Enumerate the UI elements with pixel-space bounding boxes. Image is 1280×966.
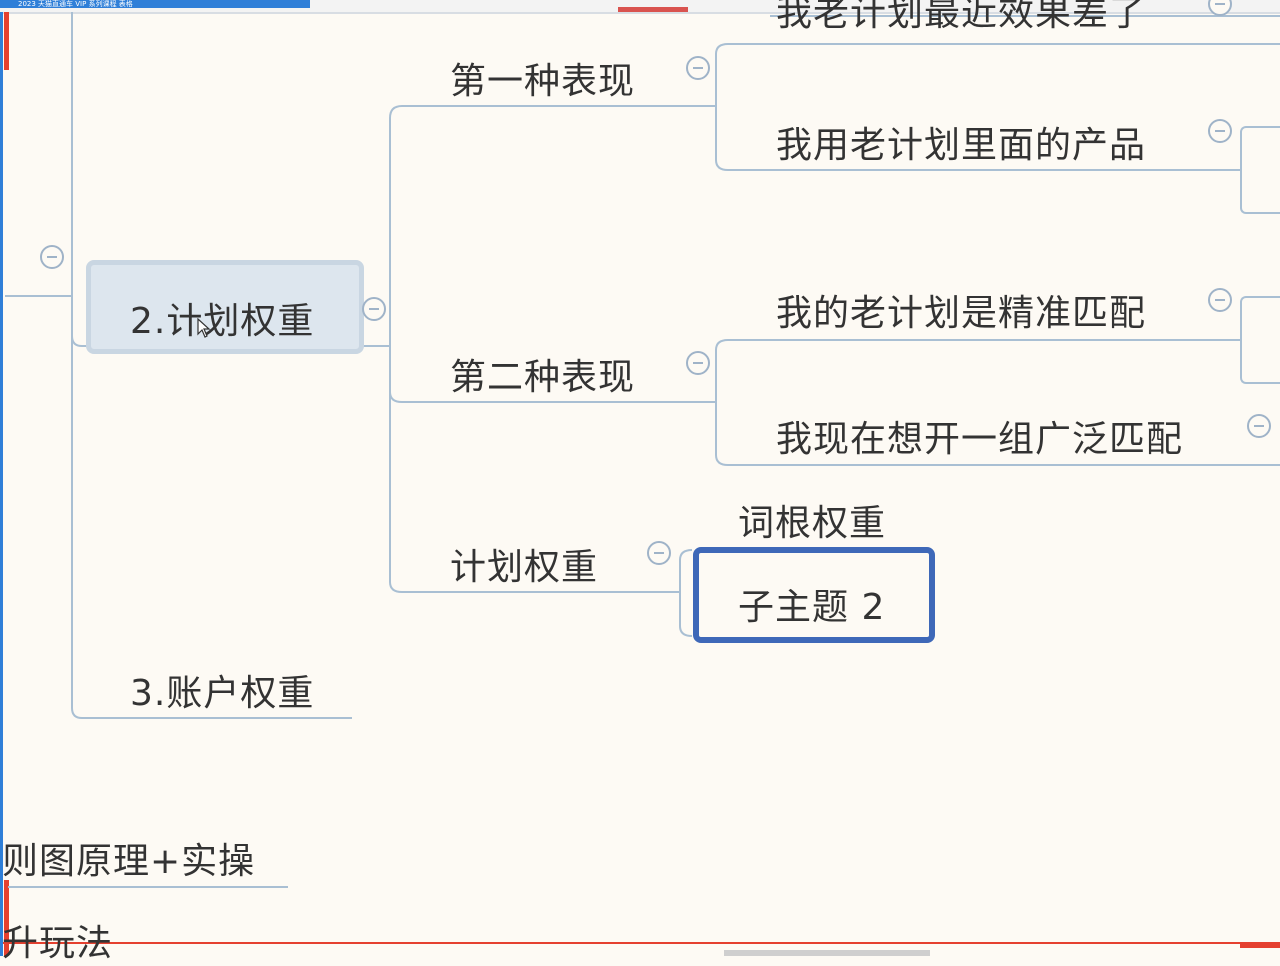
mindmap-node-top-cut[interactable]: 我老计划最近效果差了 bbox=[776, 0, 1147, 34]
horizontal-scrollbar[interactable] bbox=[724, 950, 930, 956]
collapse-icon[interactable] bbox=[647, 541, 671, 565]
document-tab-title: 2023 天猫直通车 VIP 系列课程 表格 bbox=[18, 0, 133, 8]
child-node-2-2[interactable]: 我现在想开一组广泛匹配 bbox=[776, 419, 1184, 460]
window-topbar: 2023 天猫直通车 VIP 系列课程 表格 bbox=[0, 0, 1280, 14]
child-node-3-2[interactable]: 子主题 2 bbox=[738, 587, 886, 628]
sibling-node-account[interactable]: 3.账户权重 bbox=[130, 673, 315, 714]
collapse-icon[interactable] bbox=[362, 297, 386, 321]
lower-node-1[interactable]: 则图原理+实操 bbox=[2, 841, 256, 882]
collapse-icon[interactable] bbox=[1208, 0, 1232, 16]
window-left-edge bbox=[0, 12, 3, 956]
tab-indicator bbox=[618, 7, 688, 12]
lower-node-2[interactable]: 升玩法 bbox=[2, 923, 114, 964]
collapse-icon[interactable] bbox=[1208, 288, 1232, 312]
recording-border-left-top bbox=[4, 12, 9, 70]
child-node-1-1[interactable]: 我用老计划里面的产品 bbox=[776, 125, 1147, 166]
recording-border-left-bottom bbox=[4, 880, 9, 956]
child-box-edge bbox=[1240, 296, 1280, 384]
branch-node-3[interactable]: 计划权重 bbox=[450, 547, 599, 588]
central-node-label[interactable]: 2.计划权重 bbox=[130, 301, 315, 342]
child-node-2-1[interactable]: 我的老计划是精准匹配 bbox=[776, 293, 1147, 334]
branch-node-2[interactable]: 第二种表现 bbox=[450, 357, 636, 398]
selected-new-topic-box[interactable] bbox=[693, 547, 935, 643]
collapse-icon[interactable] bbox=[686, 351, 710, 375]
collapse-icon[interactable] bbox=[686, 56, 710, 80]
recording-border-bottom bbox=[0, 942, 1280, 944]
collapse-icon[interactable] bbox=[1208, 119, 1232, 143]
collapse-icon[interactable] bbox=[40, 245, 64, 269]
central-node-box[interactable] bbox=[86, 260, 364, 354]
document-tab[interactable]: 2023 天猫直通车 VIP 系列课程 表格 bbox=[0, 0, 310, 8]
child-box-edge bbox=[1240, 126, 1280, 214]
child-node-3-1[interactable]: 词根权重 bbox=[738, 503, 887, 544]
collapse-icon[interactable] bbox=[1247, 414, 1271, 438]
branch-node-1[interactable]: 第一种表现 bbox=[450, 61, 636, 102]
mouse-cursor-icon bbox=[197, 318, 211, 338]
recording-border-corner bbox=[1240, 944, 1280, 948]
